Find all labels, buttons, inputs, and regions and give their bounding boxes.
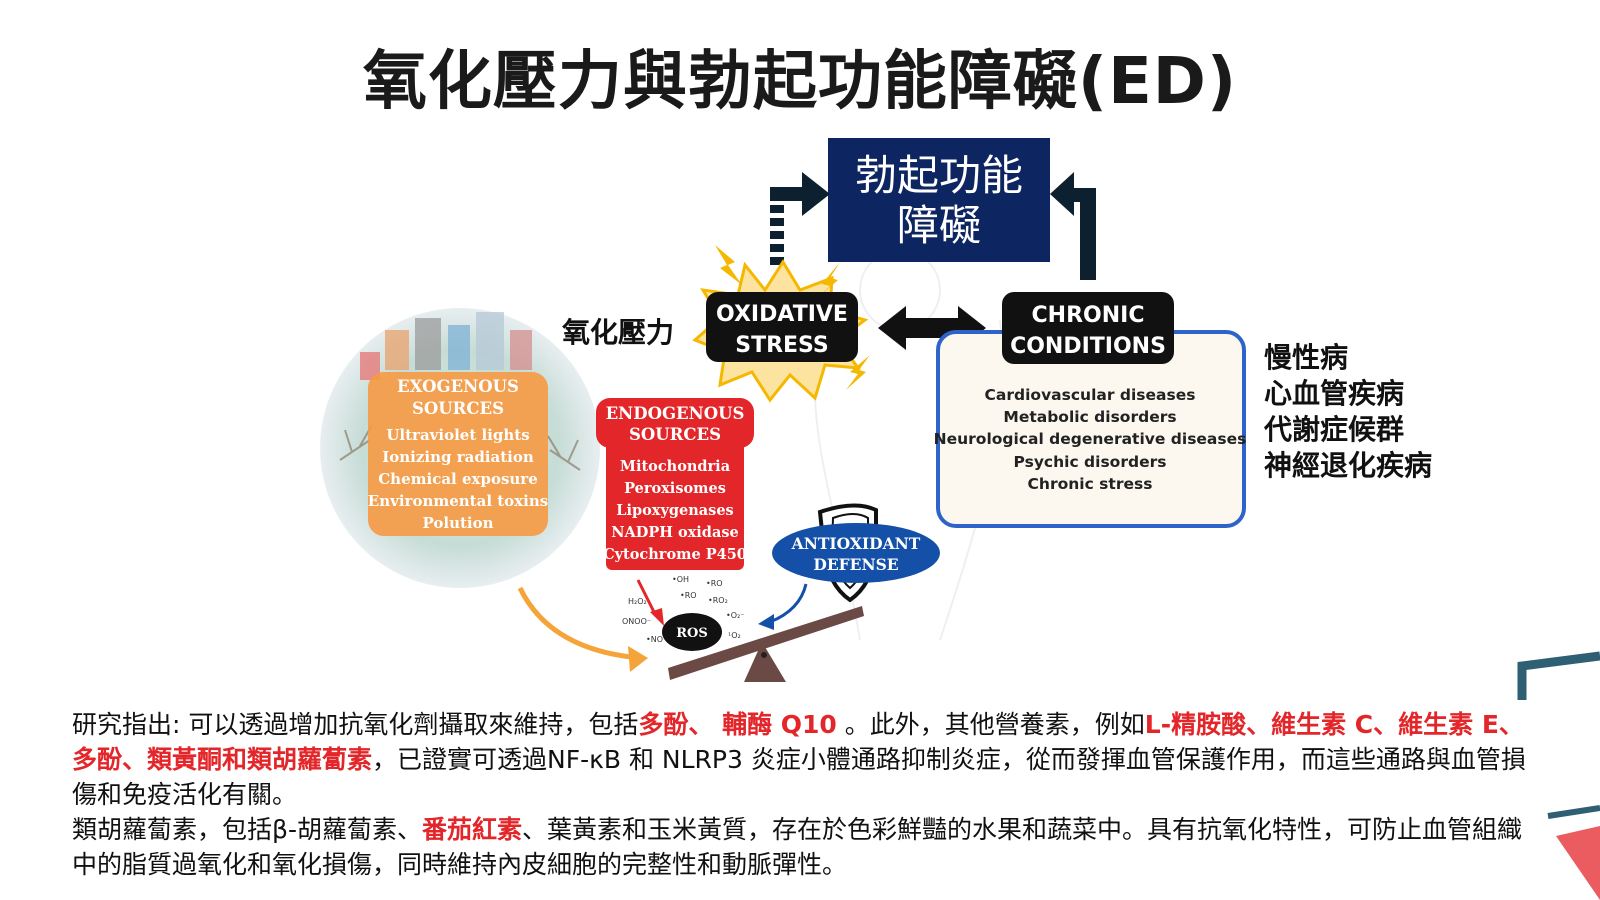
oxidative-to-ed-arrow (770, 172, 830, 265)
antioxidant-line1: ANTIOXIDANT (791, 534, 921, 553)
ed-box (828, 138, 1050, 262)
endogenous-heading-box (596, 398, 754, 448)
chronic-badge (1002, 292, 1174, 364)
endogenous-item: NADPH oxidase (611, 524, 738, 541)
exogenous-item: Ionizing radiation (382, 448, 534, 466)
ros-species-label: •O₂⁻ (726, 611, 744, 620)
paragraph-2-highlight: 番茄紅素 (421, 815, 522, 844)
endogenous-heading: ENDOGENOUS SOURCES (606, 404, 745, 444)
lightning-bolt-icon (715, 245, 870, 390)
paragraph-1-text: 。此外，其他營養素，例如 (836, 710, 1145, 739)
exogenous-heading: EXOGENOUS SOURCES (397, 377, 519, 418)
exogenous-box (368, 372, 548, 536)
chronic-item: Neurological degenerative diseases (934, 430, 1247, 448)
ros-species: •OH •RO •RO H₂O₂ •RO₂ ONOO⁻ •O₂⁻ •NO ¹O₂ (622, 575, 744, 644)
ros-species-label: ¹O₂ (728, 631, 741, 640)
endogenous-heading-line: SOURCES (629, 425, 721, 444)
antioxidant-to-ros-arrow (769, 583, 808, 624)
seesaw-fulcrum (744, 642, 786, 682)
exogenous-heading-line: EXOGENOUS (397, 377, 519, 396)
endogenous-item: Cytochrome P450 (603, 546, 747, 563)
ros-species-label: H₂O₂ (628, 597, 647, 606)
paragraph-1-highlight: L-精胺酸、維生素 C、維生素 E、多酚、類黃酮和類胡蘿蔔素 (72, 710, 1524, 774)
paragraph-1-text: 研究指出: 可以透過增加抗氧化劑攝取來維持，包括 (72, 710, 639, 739)
city-skyline-icon (360, 312, 532, 380)
oxidative-line1: OXIDATIVE (716, 302, 848, 327)
paragraph-2-text: 類胡蘿蔔素，包括β-胡蘿蔔素、 (72, 815, 422, 844)
exogenous-arrowhead-icon (628, 646, 648, 672)
exogenous-item: Ultraviolet lights (386, 426, 529, 444)
chronic-label-zh: 心血管疾病 (1264, 377, 1404, 410)
oxidative-line2: STRESS (735, 333, 829, 358)
chronic-label-zh: 神經退化疾病 (1264, 449, 1432, 482)
exogenous-item: Polution (422, 514, 493, 532)
paragraph-2-text: 、葉黃素和玉米黃質，存在於色彩鮮豔的水果和蔬菜中。具有抗氧化特性，可防止血管組織… (72, 815, 1523, 879)
oxidative-label-zh: 氧化壓力 (562, 316, 674, 349)
chronic-to-ed-arrow (1050, 172, 1096, 280)
paragraph-1-text: ，已證實可透過NF-κB 和 NLRP3 炎症小體通路抑制炎症，從而發揮血管保護… (72, 745, 1526, 809)
endogenous-box (606, 440, 744, 570)
antioxidant-arrowhead-icon (758, 614, 774, 630)
antioxidant-line2: DEFENSE (813, 555, 898, 574)
chronic-line1: CHRONIC (1032, 303, 1145, 328)
chronic-labels-zh: 慢性病 心血管疾病 代謝症候群 神經退化疾病 (1263, 341, 1432, 482)
endogenous-heading-line: ENDOGENOUS (606, 404, 745, 423)
chronic-item: Metabolic disorders (1003, 408, 1176, 426)
exogenous-items: Ultraviolet lights Ionizing radiation Ch… (368, 426, 548, 532)
seesaw-beam (668, 606, 864, 680)
endogenous-item: Lipoxygenases (616, 502, 733, 519)
ros-circle (662, 613, 722, 651)
chronic-item: Cardiovascular diseases (985, 386, 1196, 404)
endogenous-item: Mitochondria (620, 458, 731, 475)
seesaw-pivot (761, 652, 767, 658)
ros-species-label: •RO (680, 591, 697, 600)
antioxidant-badge (772, 523, 940, 583)
ros-species-label: •RO₂ (708, 596, 728, 605)
ros-species-label: •NO (646, 635, 663, 644)
chronic-items: Cardiovascular diseases Metabolic disord… (934, 386, 1247, 493)
ed-box-line2: 障礙 (897, 201, 981, 250)
decorative-teal-line (1547, 805, 1600, 819)
ros-label: ROS (676, 626, 708, 641)
endogenous-items: Mitochondria Peroxisomes Lipoxygenases N… (603, 458, 747, 563)
paragraph-1-highlight: 多酚、 輔酶 Q10 (638, 710, 837, 739)
ros-species-label: •OH (672, 575, 689, 584)
chronic-label-zh: 慢性病 (1264, 341, 1348, 374)
ed-box-line1: 勃起功能 (855, 151, 1023, 200)
ros-species-label: •RO (706, 579, 723, 588)
paragraph-2: 類胡蘿蔔素，包括β-胡蘿蔔素、番茄紅素、葉黃素和玉米黃質，存在於色彩鮮豔的水果和… (72, 812, 1532, 882)
exogenous-item: Environmental toxins (368, 492, 548, 510)
exogenous-heading-line: SOURCES (412, 399, 504, 418)
chronic-line2: CONDITIONS (1010, 334, 1166, 359)
chronic-item: Psychic disorders (1014, 453, 1167, 471)
body-text: 研究指出: 可以透過增加抗氧化劑攝取來維持，包括多酚、 輔酶 Q10 。此外，其… (72, 707, 1532, 882)
chronic-item: Chronic stress (1028, 475, 1153, 493)
paragraph-1: 研究指出: 可以透過增加抗氧化劑攝取來維持，包括多酚、 輔酶 Q10 。此外，其… (72, 707, 1532, 812)
decorative-teal-frame (1517, 651, 1600, 700)
page-title: 氧化壓力與勃起功能障礙(ED) (362, 45, 1238, 119)
ros-species-label: ONOO⁻ (622, 617, 651, 626)
endogenous-item: Peroxisomes (624, 480, 726, 497)
exogenous-item: Chemical exposure (378, 470, 538, 488)
chronic-label-zh: 代謝症候群 (1263, 413, 1404, 446)
oxidative-stress-badge (706, 292, 858, 362)
endogenous-arrowhead-icon (650, 608, 664, 626)
exogenous-to-ros-arrow (517, 586, 641, 661)
decorative-red-triangle (1556, 826, 1600, 900)
